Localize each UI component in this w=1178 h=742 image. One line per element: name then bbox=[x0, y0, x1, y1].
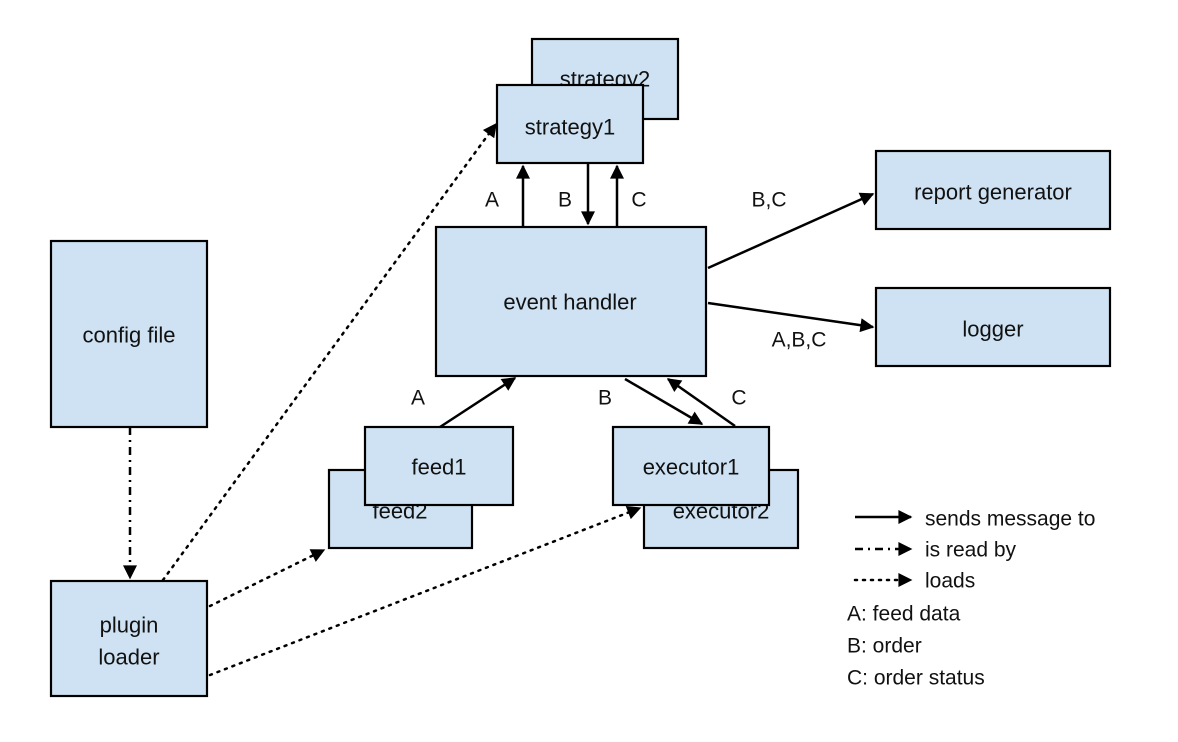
node-event-handler-label: event handler bbox=[503, 290, 636, 315]
edge-label-executor-c: C bbox=[731, 387, 746, 410]
node-strategy1-label: strategy1 bbox=[525, 115, 616, 140]
node-config-file: config file bbox=[49, 239, 209, 429]
edge-loader-to-executor bbox=[208, 506, 642, 677]
node-logger-label: logger bbox=[962, 317, 1023, 342]
edge-label-feed-a: A bbox=[411, 387, 425, 410]
legend-key-b: B: order bbox=[847, 635, 922, 658]
edge-event-to-executor bbox=[624, 377, 704, 426]
edge-loader-to-strategy bbox=[161, 122, 498, 582]
edge-label-executor-b: B bbox=[598, 387, 612, 410]
edge-label-strategy-a: A bbox=[485, 189, 499, 212]
node-feed1: feed1 bbox=[363, 425, 515, 507]
node-executor1-label: executor1 bbox=[643, 455, 740, 480]
edge-label-report: B,C bbox=[751, 189, 786, 212]
edge-label-logger: A,B,C bbox=[772, 329, 827, 352]
legend: sends message to is read by loads A: fee… bbox=[847, 508, 1095, 690]
legend-solid-label: sends message to bbox=[925, 508, 1095, 531]
legend-dashdot-label: is read by bbox=[925, 539, 1017, 562]
edge-event-to-report bbox=[707, 192, 875, 270]
edge-loader-to-feed bbox=[208, 548, 326, 608]
node-executor1: executor1 bbox=[611, 425, 771, 507]
node-report-generator: report generator bbox=[874, 149, 1112, 231]
edge-label-strategy-b: B bbox=[558, 189, 572, 212]
edge-feed-to-event bbox=[439, 376, 517, 429]
node-plugin-loader-label-1: plugin bbox=[100, 613, 159, 638]
node-event-handler: event handler bbox=[434, 225, 708, 378]
node-config-file-label: config file bbox=[83, 323, 176, 348]
edge-event-to-logger bbox=[707, 301, 875, 333]
node-logger: logger bbox=[874, 286, 1112, 368]
legend-dotted-label: loads bbox=[925, 570, 975, 593]
node-plugin-loader-label-2: loader bbox=[98, 645, 159, 670]
edge-label-strategy-c: C bbox=[631, 189, 646, 212]
legend-key-a: A: feed data bbox=[847, 603, 961, 626]
node-report-generator-label: report generator bbox=[914, 180, 1072, 205]
node-feed1-label: feed1 bbox=[411, 455, 466, 480]
edge-executor-to-event bbox=[666, 377, 736, 428]
node-plugin-loader: plugin loader bbox=[49, 579, 209, 698]
legend-key-c: C: order status bbox=[847, 667, 985, 690]
node-strategy1: strategy1 bbox=[495, 83, 645, 165]
